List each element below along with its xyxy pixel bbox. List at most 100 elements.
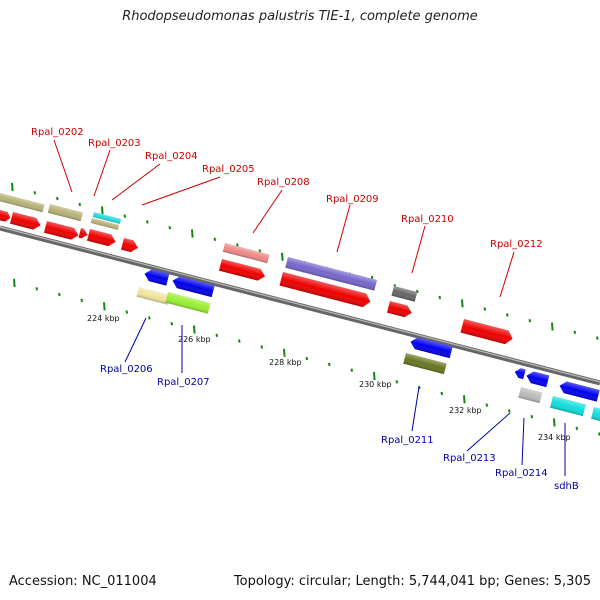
tick-mark (551, 322, 554, 331)
gene-block (403, 353, 447, 375)
genome-title: Rhodopseudomonas palustris TIE-1, comple… (122, 9, 478, 24)
forward-genes (0, 193, 513, 345)
gene-block (590, 407, 600, 422)
gene-arrow (460, 319, 513, 345)
tick-mark (463, 395, 466, 404)
accession-text: Accession: NC_011004 (9, 574, 157, 589)
gene-arrow (559, 381, 600, 402)
tick-mark (170, 322, 174, 326)
gene-label[interactable]: Rpal_0212 (490, 239, 543, 250)
kbp-label: 232 kbp (449, 406, 482, 415)
tick-mark (350, 368, 354, 372)
tick-mark (553, 418, 556, 427)
tick-mark (416, 289, 419, 294)
gene-label[interactable]: Rpal_0209 (326, 194, 379, 205)
tick-mark (213, 237, 217, 241)
tick-mark (193, 325, 196, 334)
tick-mark (260, 345, 264, 349)
gene-label[interactable]: Rpal_0203 (88, 138, 141, 149)
gene-arrow (86, 229, 116, 247)
gene-arrow (218, 259, 266, 281)
gene-block (518, 387, 543, 404)
gene-block (391, 286, 418, 302)
tick-mark (281, 252, 284, 261)
tick-mark (13, 278, 16, 288)
gene-block (92, 212, 122, 224)
tick-mark (123, 214, 127, 218)
gene-label[interactable]: Rpal_0205 (202, 164, 255, 175)
reverse-strand-ticks (13, 278, 600, 436)
tick-mark (215, 333, 219, 337)
tick-mark (438, 295, 442, 300)
tick-mark (146, 220, 149, 224)
tick-mark (191, 229, 194, 238)
gene-label[interactable]: sdhB (554, 481, 579, 492)
tick-mark (528, 319, 532, 323)
tick-mark (395, 380, 399, 384)
gene-block (0, 193, 45, 213)
topology-text: Topology: circular (233, 574, 347, 589)
tick-mark (103, 302, 106, 311)
gene-block (285, 257, 378, 291)
tick-mark (283, 348, 286, 357)
tick-mark (440, 391, 444, 396)
tick-mark (80, 298, 84, 303)
tick-mark (461, 299, 464, 308)
gene-label[interactable]: Rpal_0214 (495, 468, 548, 479)
kbp-label: 228 kbp (269, 358, 302, 367)
reverse-genes (136, 269, 600, 422)
tick-mark (11, 182, 14, 192)
gene-block (549, 396, 586, 417)
genome-backbone (0, 225, 600, 386)
gene-arrow (172, 276, 215, 298)
gene-block (165, 292, 211, 314)
tick-mark (238, 339, 241, 343)
gene-arrow (120, 238, 138, 253)
gene-block (136, 287, 170, 305)
tick-mark (35, 287, 39, 291)
gene-block (222, 243, 270, 264)
length-text: Length: 5,744,041 bp (347, 574, 496, 589)
kbp-scale: 224 kbp 226 kbp 228 kbp 230 kbp 232 kbp … (87, 314, 571, 442)
tick-mark (58, 292, 61, 297)
reverse-gene-labels: Rpal_0206 Rpal_0207 Rpal_0211 Rpal_0213 … (100, 317, 579, 492)
gene-label[interactable]: Rpal_0208 (257, 177, 310, 188)
kbp-label: 224 kbp (87, 314, 120, 323)
tick-mark (56, 196, 59, 201)
genes-text: Genes: 5,305 (496, 574, 591, 589)
tick-mark (33, 191, 37, 195)
gene-label[interactable]: Rpal_0204 (145, 151, 198, 162)
tick-mark (258, 249, 262, 253)
genome-summary: Topology: circularLength: 5,744,041 bpGe… (234, 574, 591, 589)
tick-mark (236, 243, 239, 247)
gene-label[interactable]: Rpal_0206 (100, 364, 153, 375)
gene-label[interactable]: Rpal_0202 (31, 127, 84, 138)
tick-mark (78, 202, 82, 207)
tick-mark (125, 310, 129, 314)
tick-mark (483, 307, 487, 311)
kbp-label: 234 kbp (538, 433, 571, 442)
gene-arrow (526, 371, 550, 388)
gene-arrow (410, 337, 453, 359)
tick-mark (305, 356, 309, 361)
tick-mark (485, 403, 489, 407)
gene-label[interactable]: Rpal_0207 (157, 377, 210, 388)
tick-mark (506, 313, 509, 317)
tick-mark (508, 409, 511, 413)
tick-mark (530, 415, 534, 419)
tick-mark (328, 362, 331, 367)
forward-gene-labels: Rpal_0202 Rpal_0203 Rpal_0204 Rpal_0205 … (31, 127, 543, 298)
tick-mark (168, 226, 172, 230)
gene-label[interactable]: Rpal_0213 (443, 453, 496, 464)
kbp-label: 226 kbp (178, 335, 211, 344)
gene-label[interactable]: Rpal_0211 (381, 435, 434, 446)
gene-label[interactable]: Rpal_0210 (401, 214, 454, 225)
gene-arrow (0, 210, 11, 222)
gene-block (90, 218, 120, 230)
gene-arrow (386, 301, 412, 318)
gene-arrow (144, 269, 170, 286)
tick-mark (575, 426, 579, 430)
tick-mark (373, 371, 376, 381)
kbp-label: 230 kbp (359, 380, 392, 389)
